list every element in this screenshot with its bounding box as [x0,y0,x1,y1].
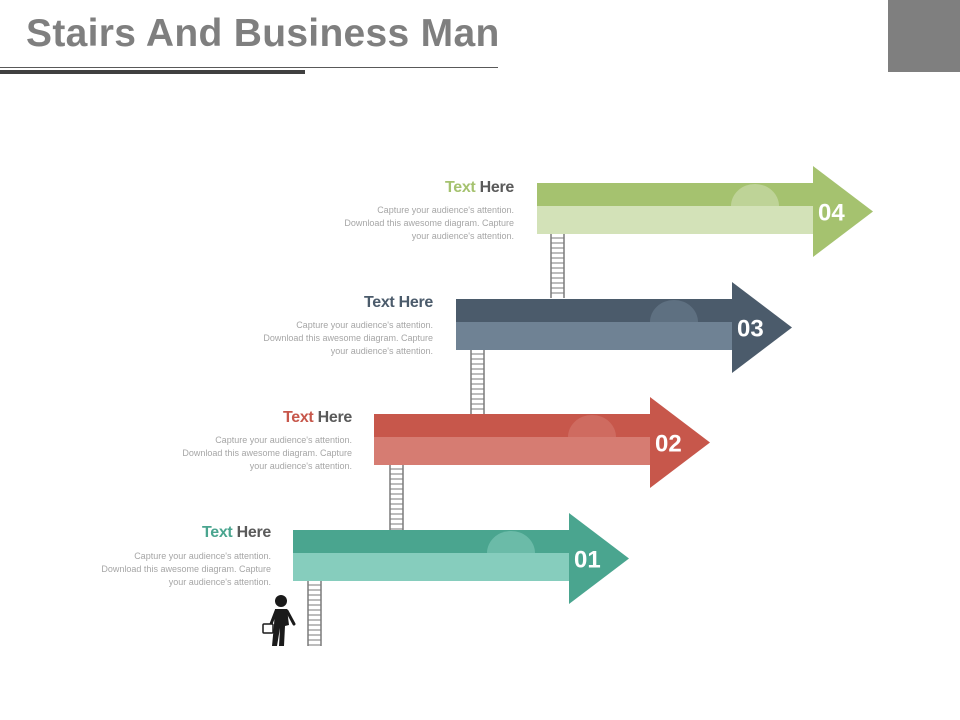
arrow-body-lower [293,553,569,581]
page-title: Stairs And Business Man [26,12,500,55]
step-arrow-02: 02 [374,397,710,488]
arrows: 01 02 03 04 [293,166,873,604]
step-02-heading-rest: Here [317,409,353,426]
arrow-bump [487,531,535,553]
title-underline-thin [0,67,498,68]
arrow-bump [568,415,616,437]
arrow-bump [731,184,779,206]
step-04-heading-accent: Text [444,179,476,196]
arrow-body-lower [456,322,732,350]
arrow-bump [650,300,698,322]
step-03-heading-accent: Text [363,294,395,311]
step-04-description: Capture your audience's attention.Downlo… [344,205,514,241]
ladders [307,234,565,646]
step-arrow-04: 04 [537,166,873,257]
arrow-head [650,397,710,488]
arrow-head [732,282,792,373]
ladder-icon [470,350,485,414]
step-03-heading: Text Here [183,294,433,312]
step-number-03: 03 [737,316,764,343]
step-number-02: 02 [655,431,682,458]
title-underline-thick [0,70,305,74]
arrow-head [569,513,629,604]
step-02-heading-accent: Text [282,409,314,426]
step-04-heading: Text Here [264,179,514,197]
step-number-04: 04 [818,200,845,227]
step-01-heading-rest: Here [236,524,272,541]
businessman-icon [262,595,296,646]
step-02-heading: Text Here [102,409,352,427]
arrow-head [813,166,873,257]
corner-block [888,0,960,72]
step-01-description: Capture your audience's attention.Downlo… [101,551,271,587]
step-01-heading: Text Here [21,524,271,542]
ladder-icon [550,234,565,298]
step-number-01: 01 [574,547,601,574]
ladder-icon [307,581,322,646]
step-arrow-03: 03 [456,282,792,373]
step-arrow-01: 01 [293,513,629,604]
step-04-heading-rest: Here [479,179,515,196]
arrow-body-lower [537,206,813,234]
step-03-heading-rest: Here [398,294,434,311]
step-02-description: Capture your audience's attention.Downlo… [182,435,352,471]
ladder-icon [389,465,404,530]
arrow-body-lower [374,437,650,465]
step-01-heading-accent: Text [201,524,233,541]
step-03-description: Capture your audience's attention.Downlo… [263,320,433,356]
